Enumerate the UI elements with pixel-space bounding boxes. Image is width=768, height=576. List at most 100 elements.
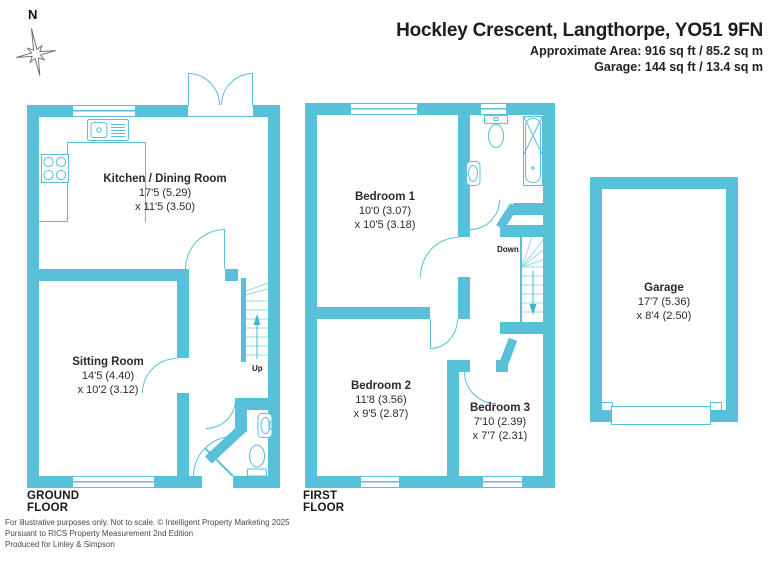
window bbox=[72, 476, 155, 488]
room-dim: 17'7 (5.36) bbox=[637, 296, 691, 308]
stairs-up bbox=[246, 282, 268, 359]
wall-segment bbox=[710, 410, 738, 422]
room-dim: 17'5 (5.29) bbox=[138, 187, 192, 199]
door-arc bbox=[221, 73, 253, 105]
hob-icon bbox=[41, 154, 69, 183]
door-arc bbox=[188, 73, 220, 105]
basin-icon bbox=[257, 413, 273, 438]
wall-segment bbox=[225, 269, 238, 281]
room-dim: x 7'7 (2.31) bbox=[472, 430, 528, 442]
counter-edge bbox=[39, 221, 68, 222]
window bbox=[360, 476, 400, 488]
room-name: Bedroom 2 bbox=[350, 380, 412, 392]
basin-icon bbox=[466, 161, 481, 186]
garage-area-text: Garage: 144 sq ft / 13.4 sq m bbox=[594, 60, 763, 74]
wall-segment bbox=[27, 269, 185, 281]
window bbox=[72, 105, 136, 117]
wall-segment bbox=[507, 103, 555, 115]
wall-segment bbox=[400, 476, 482, 488]
garage-door bbox=[611, 406, 711, 425]
wall-segment bbox=[177, 393, 189, 488]
door-arc bbox=[464, 372, 496, 404]
disclaimer-line-2: Pursuant to RICS Property Measurement 2n… bbox=[5, 529, 194, 538]
ground-floor-label: GROUND FLOOR bbox=[27, 490, 80, 514]
wall-segment bbox=[496, 360, 508, 372]
wall-segment bbox=[136, 105, 188, 117]
room-dim: x 8'4 (2.50) bbox=[636, 310, 692, 322]
room-name: Bedroom 3 bbox=[469, 402, 531, 414]
room-name: Kitchen / Dining Room bbox=[103, 173, 227, 185]
approx-area-text: Approximate Area: 916 sq ft / 85.2 sq m bbox=[530, 44, 763, 58]
wall-segment bbox=[27, 105, 39, 488]
wall-segment bbox=[726, 177, 738, 422]
room-name: Bedroom 1 bbox=[354, 191, 416, 203]
wall-segment bbox=[590, 177, 738, 189]
compass-north-label: N bbox=[28, 7, 38, 22]
wall-segment bbox=[590, 177, 602, 422]
first-floor-label: FIRST FLOOR bbox=[303, 490, 345, 514]
stairs-down bbox=[521, 237, 543, 315]
room-label-bedroom3: Bedroom 3 7'10 (2.39) x 7'7 (2.31) bbox=[440, 401, 560, 443]
toilet-icon bbox=[484, 115, 508, 148]
door-arc bbox=[420, 237, 458, 277]
page-title: Hockley Crescent, Langthorpe, YO51 9FN bbox=[396, 20, 763, 41]
window bbox=[350, 103, 418, 115]
room-dim: x 10'5 (3.18) bbox=[354, 219, 416, 231]
stair-wall bbox=[241, 278, 246, 362]
wall-segment bbox=[305, 476, 360, 488]
room-dim: 14'5 (4.40) bbox=[81, 370, 135, 382]
sink-icon bbox=[87, 119, 129, 141]
disclaimer-line-1: For illustrative purposes only. Not to s… bbox=[5, 518, 290, 527]
stair-edge bbox=[520, 237, 522, 322]
wall-segment bbox=[590, 410, 613, 422]
room-label-kitchen-dining: Kitchen / Dining Room 17'5 (5.29) x 11'5… bbox=[85, 172, 245, 214]
room-label-sitting-room: Sitting Room 14'5 (4.40) x 10'2 (3.12) bbox=[38, 355, 178, 397]
wall-segment bbox=[305, 103, 317, 488]
wall-segment bbox=[500, 322, 555, 334]
room-dim: x 9'5 (2.87) bbox=[353, 408, 409, 420]
toilet-icon bbox=[247, 444, 267, 477]
door-leaf bbox=[252, 73, 254, 106]
door-leaf bbox=[224, 229, 226, 269]
counter-edge bbox=[67, 142, 146, 143]
stairs-up-label: Up bbox=[252, 364, 263, 373]
wall-segment bbox=[513, 203, 555, 215]
room-label-bedroom2: Bedroom 2 11'8 (3.56) x 9'5 (2.87) bbox=[311, 379, 451, 421]
wall-segment bbox=[458, 277, 470, 319]
wall-segment bbox=[500, 225, 555, 237]
room-dim: x 10'2 (3.12) bbox=[77, 384, 139, 396]
door-arc bbox=[206, 399, 236, 429]
door-arc bbox=[430, 319, 458, 349]
wall-segment bbox=[447, 360, 459, 488]
wall-segment bbox=[458, 115, 470, 237]
wall-segment bbox=[543, 103, 555, 488]
window bbox=[480, 103, 507, 115]
wall-segment bbox=[253, 105, 280, 117]
disclaimer-line-3: Produced for Linley & Simpson bbox=[5, 540, 115, 549]
compass-rose-icon bbox=[16, 28, 56, 76]
wall-segment bbox=[177, 269, 189, 358]
stairs-down-label: Down bbox=[497, 245, 519, 254]
room-dim: 11'8 (3.56) bbox=[355, 394, 407, 406]
wall-segment bbox=[268, 105, 280, 488]
bath-icon bbox=[523, 116, 543, 186]
wall-segment bbox=[233, 476, 280, 488]
room-dim: 10'0 (3.07) bbox=[358, 205, 412, 217]
door-arc bbox=[185, 229, 225, 269]
door-arc bbox=[470, 200, 500, 230]
wall-segment bbox=[418, 103, 480, 115]
wall-segment bbox=[235, 398, 268, 410]
room-name: Garage bbox=[644, 282, 684, 294]
wall-segment bbox=[523, 476, 555, 488]
wall-segment bbox=[305, 307, 430, 319]
room-label-garage: Garage 17'7 (5.36) x 8'4 (2.50) bbox=[594, 281, 734, 323]
room-name: Sitting Room bbox=[72, 356, 144, 368]
wall-segment bbox=[305, 103, 350, 115]
door-threshold bbox=[188, 116, 253, 117]
garage-door-jamb bbox=[710, 402, 722, 411]
counter-edge bbox=[145, 142, 146, 222]
room-dim: x 11'5 (3.50) bbox=[135, 201, 195, 213]
room-label-bedroom1: Bedroom 1 10'0 (3.07) x 10'5 (3.18) bbox=[315, 190, 455, 232]
room-dim: 7'10 (2.39) bbox=[473, 416, 527, 428]
